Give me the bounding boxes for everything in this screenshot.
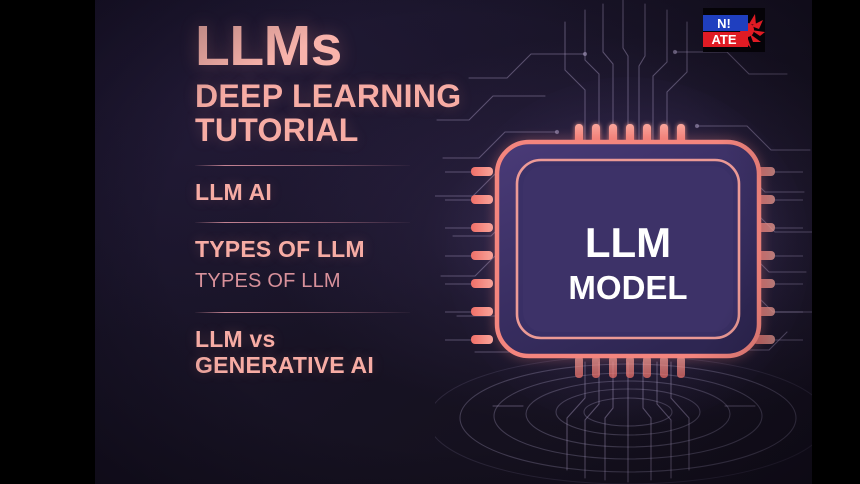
subtitle-line-1: DEEP LEARNING xyxy=(195,78,462,114)
pillarbox-right xyxy=(812,0,860,484)
subtitle-line-2: TUTORIAL xyxy=(195,112,359,149)
page-title: LLMs xyxy=(195,14,342,78)
new-update-badge: N! ATE xyxy=(703,8,765,52)
divider-1 xyxy=(195,165,410,167)
chip-label-line1: LLM xyxy=(585,219,671,266)
topic-subitem-types-of-llm: TYPES OF LLM xyxy=(195,269,341,292)
chip-label-line2: MODEL xyxy=(568,269,687,306)
topic-item-llm-vs-line1: LLM vs xyxy=(195,325,276,352)
slide-canvas: LLM MODEL LLMs DEEP LEARNING TUTORIAL LL… xyxy=(95,0,812,484)
topic-item-llm-vs-line2: GENERATIVE AI xyxy=(195,351,374,378)
slide-text-column: LLMs DEEP LEARNING TUTORIAL LLM AI TYPES… xyxy=(195,18,525,378)
badge-text-top: N! xyxy=(717,16,731,31)
topic-item-types-of-llm: TYPES OF LLM xyxy=(195,236,365,263)
divider-3 xyxy=(195,311,410,313)
topic-item-llm-ai: LLM AI xyxy=(195,179,272,206)
pillarbox-left xyxy=(0,0,95,484)
divider-2 xyxy=(195,222,410,224)
badge-text-bottom: ATE xyxy=(711,32,736,47)
